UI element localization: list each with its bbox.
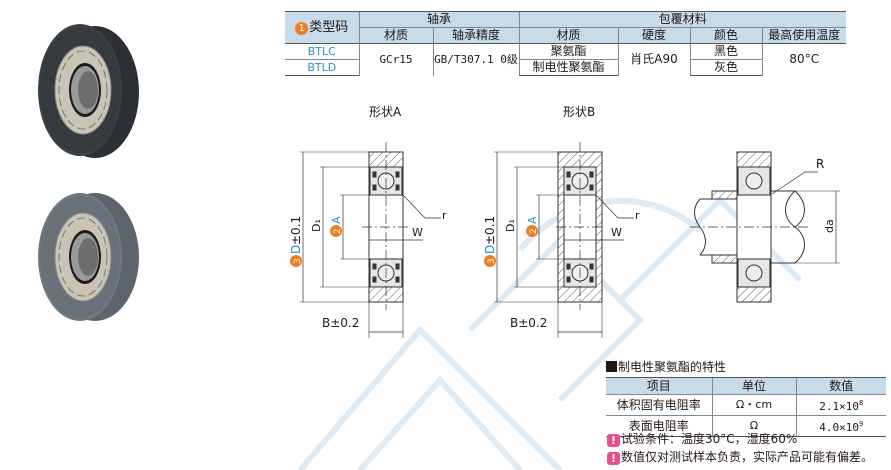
- hardness-value: 肖氏A90: [617, 43, 690, 76]
- installation-drawing: [690, 151, 840, 303]
- col-color: 颜色: [689, 27, 762, 44]
- bearing-group-header: 轴承: [358, 11, 519, 28]
- svg-text:2: 2: [333, 228, 343, 234]
- svg-text:D₁: D₁: [504, 219, 517, 232]
- svg-text:D: D: [483, 245, 497, 254]
- shape-b-title: 形状B: [563, 105, 596, 119]
- label-da: da: [823, 219, 836, 233]
- col-value: 数值: [795, 377, 886, 395]
- svg-text:D₁: D₁: [310, 219, 323, 232]
- coating-group-header: 包覆材料: [518, 11, 846, 28]
- warning-icon: !: [607, 452, 620, 465]
- property-table: 项目 单位 数值 体积固有电阻率 Ω・cm 2.1×108 表面电阻率 Ω 4.…: [606, 377, 886, 437]
- max-temp-value: 80°C: [761, 43, 846, 76]
- label-w-b: W: [611, 226, 622, 239]
- label-R: R: [816, 157, 824, 171]
- bearing-precision-value: GB/T307.1 0级: [432, 43, 519, 76]
- warning-icon: !: [607, 434, 620, 447]
- property-title: 制电性聚氨酯的特性: [606, 358, 726, 375]
- svg-text:±0.1: ±0.1: [289, 216, 303, 245]
- svg-text:3: 3: [293, 258, 303, 264]
- coating-material-value: 制电性聚氨酯: [518, 59, 618, 76]
- color-value: 灰色: [689, 59, 762, 76]
- square-bullet-icon: [606, 361, 617, 372]
- bearing-material-value: GCr15: [358, 43, 433, 76]
- col-coating-material: 材质: [518, 27, 618, 44]
- note-test-conditions: !试验条件：温度30°C，湿度60%: [607, 430, 797, 447]
- table-row: BTLC GCr15 GB/T307.1 0级 聚氨酯 肖氏A90 黑色 80°…: [285, 43, 846, 76]
- svg-text:2: 2: [529, 228, 539, 234]
- product-photo-gray-roller: [38, 193, 139, 321]
- label-b-a: B±0.2: [322, 316, 359, 330]
- svg-text:D: D: [289, 245, 303, 254]
- label-r-a: r: [442, 209, 447, 222]
- table-row: 体积固有电阻率 Ω・cm 2.1×108: [606, 394, 886, 416]
- coating-material-value: 聚氨酯: [518, 43, 618, 60]
- col-bearing-precision: 轴承精度: [432, 27, 519, 44]
- shape-b-drawing: [494, 142, 634, 338]
- svg-text:A: A: [330, 216, 343, 224]
- type-code-btlc[interactable]: BTLC: [285, 43, 359, 60]
- table-row: 表面电阻率 Ω 4.0×109: [606, 415, 886, 437]
- label-r-b: r: [635, 209, 640, 222]
- shape-a-title: 形状A: [369, 105, 402, 119]
- col-max-temp: 最高使用温度: [761, 27, 846, 44]
- col-unit: 单位: [711, 377, 796, 395]
- col-item: 项目: [606, 377, 712, 395]
- svg-text:3: 3: [487, 258, 497, 264]
- number-badge-icon: 1: [295, 22, 309, 35]
- shape-a-drawing: [300, 142, 441, 338]
- svg-text:±0.1: ±0.1: [483, 216, 497, 245]
- label-w-a: W: [412, 226, 423, 239]
- col-hardness: 硬度: [617, 27, 690, 44]
- color-value: 黑色: [689, 43, 762, 60]
- label-b-b: B±0.2: [510, 316, 547, 330]
- col-bearing-material: 材质: [358, 27, 433, 44]
- svg-text:A: A: [526, 216, 539, 224]
- note-disclaimer: !数值仅对测试样本负责，实际产品可能有偏差。: [607, 448, 873, 465]
- type-code-btld[interactable]: BTLD: [285, 59, 359, 76]
- product-photo-black-roller: [38, 24, 139, 158]
- table-row: BTLD 制电性聚氨酯 灰色: [285, 59, 846, 76]
